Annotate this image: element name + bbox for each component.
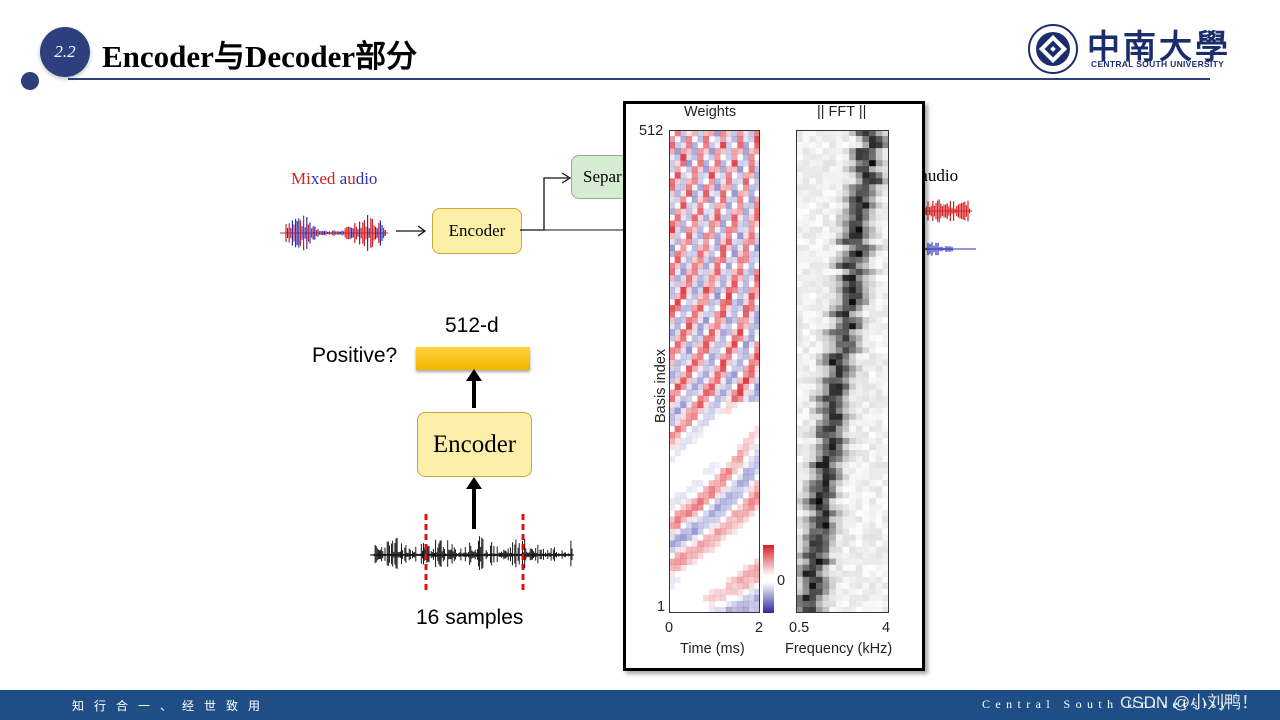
embedding-vector-bar bbox=[416, 347, 530, 370]
colorbar-zero-label: 0 bbox=[777, 573, 786, 589]
positive-question-label: Positive? bbox=[312, 344, 398, 367]
fft-title: || FFT || bbox=[817, 104, 867, 120]
weights-heatmap bbox=[669, 130, 760, 613]
university-emblem-icon bbox=[1028, 24, 1078, 74]
audio-waveform-icon bbox=[370, 514, 574, 594]
footer-bar bbox=[0, 690, 1280, 720]
encoder-block-large: Encoder bbox=[417, 412, 532, 477]
colorbar bbox=[763, 545, 774, 613]
freq-tick-end: 4 bbox=[882, 620, 891, 636]
y-axis-label: Basis index bbox=[653, 348, 669, 423]
mixed-audio-label: Mixed audio bbox=[291, 169, 378, 188]
separated-waveforms-icon bbox=[918, 199, 976, 256]
arrow-up-icon bbox=[466, 369, 482, 408]
weights-title: Weights bbox=[684, 104, 737, 120]
y-axis-top-tick: 512 bbox=[639, 123, 664, 139]
encoder-block: Encoder bbox=[432, 208, 522, 254]
time-axis-label: Time (ms) bbox=[680, 641, 745, 657]
time-tick-end: 2 bbox=[755, 620, 764, 636]
header-divider bbox=[68, 78, 1210, 80]
section-number-badge: 2.2 bbox=[40, 27, 90, 77]
csdn-watermark: CSDN @小刘鸭！ bbox=[1120, 693, 1259, 712]
university-logo-chinese: 中南大學 bbox=[1087, 30, 1231, 66]
window-size-label: 16 samples bbox=[416, 606, 524, 629]
mixed-waveform-icon bbox=[280, 215, 388, 251]
freq-tick-start: 0.5 bbox=[789, 620, 810, 636]
fft-heatmap bbox=[796, 130, 889, 613]
arrow-right-icon bbox=[396, 225, 427, 237]
embedding-dimension-label: 512-d bbox=[445, 314, 499, 337]
branch-arrows-icon bbox=[520, 172, 624, 231]
time-tick-start: 0 bbox=[665, 620, 674, 636]
footer-motto: 知行合一、经世致用 bbox=[72, 699, 271, 713]
university-logo-english: CENTRAL SOUTH UNIVERSITY bbox=[1091, 59, 1225, 69]
decorative-dot bbox=[21, 72, 39, 90]
arrow-up-icon bbox=[466, 477, 482, 529]
footer-university-name: Central South University bbox=[982, 697, 1232, 711]
slide-title: Encoder与Decoder部分 bbox=[102, 39, 418, 74]
freq-axis-label: Frequency (kHz) bbox=[785, 641, 893, 657]
y-axis-bottom-tick: 1 bbox=[657, 599, 666, 615]
